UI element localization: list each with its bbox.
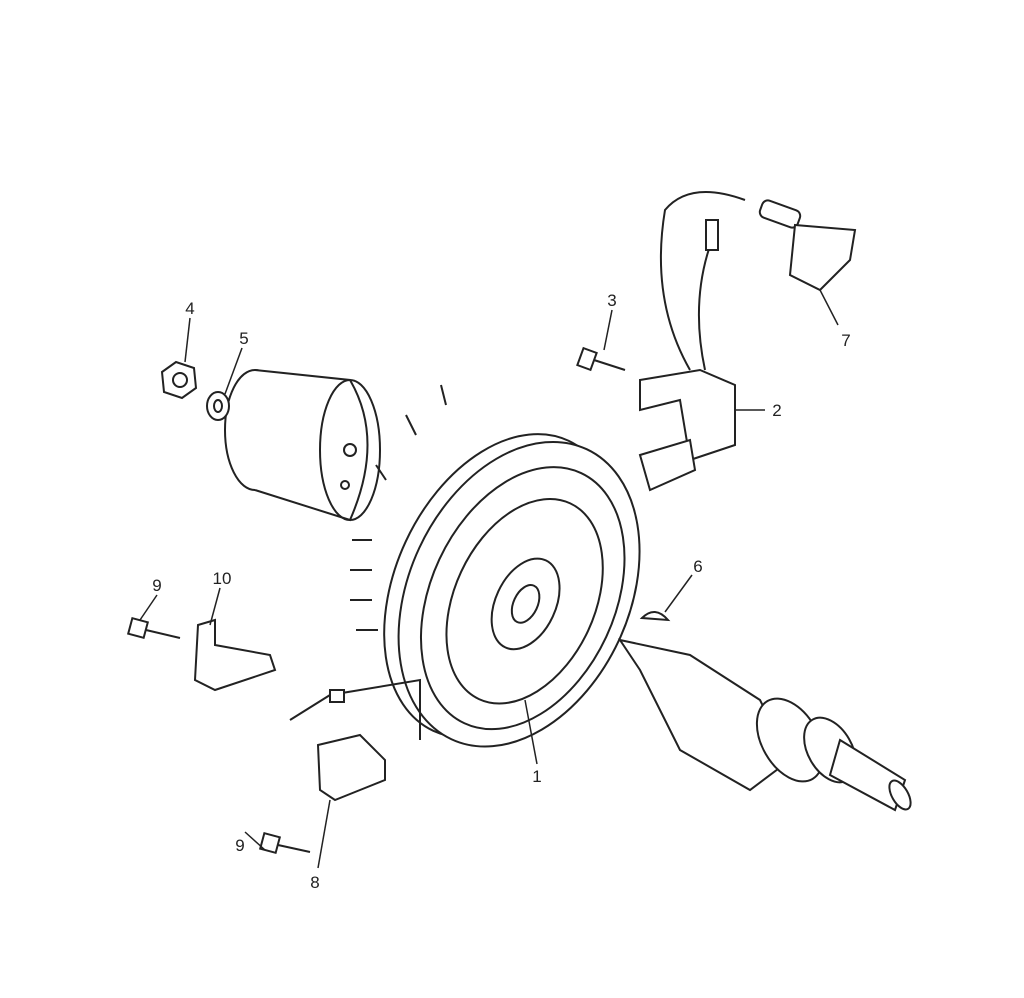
ignition-coil (576, 191, 746, 492)
callout-3: 3 (607, 291, 616, 310)
callout-9-lower: 9 (235, 836, 244, 855)
leader-lines (139, 289, 839, 869)
bracket (126, 616, 277, 692)
nut (160, 360, 198, 400)
callout-1: 1 (532, 767, 541, 786)
callout-10: 10 (213, 569, 232, 588)
sensor-bracket (258, 678, 421, 855)
callout-6: 6 (693, 557, 702, 576)
spark-plug-cap (758, 199, 857, 292)
callout-8: 8 (310, 873, 319, 892)
crankshaft (617, 638, 912, 812)
woodruff-key (639, 611, 671, 622)
callout-5: 5 (239, 329, 248, 348)
callout-9-upper: 9 (152, 576, 161, 595)
starter-cup (224, 369, 381, 522)
callout-2: 2 (772, 401, 781, 420)
washer (206, 391, 230, 421)
flywheel (350, 384, 641, 748)
callout-4: 4 (185, 299, 194, 318)
callout-7: 7 (841, 331, 850, 350)
